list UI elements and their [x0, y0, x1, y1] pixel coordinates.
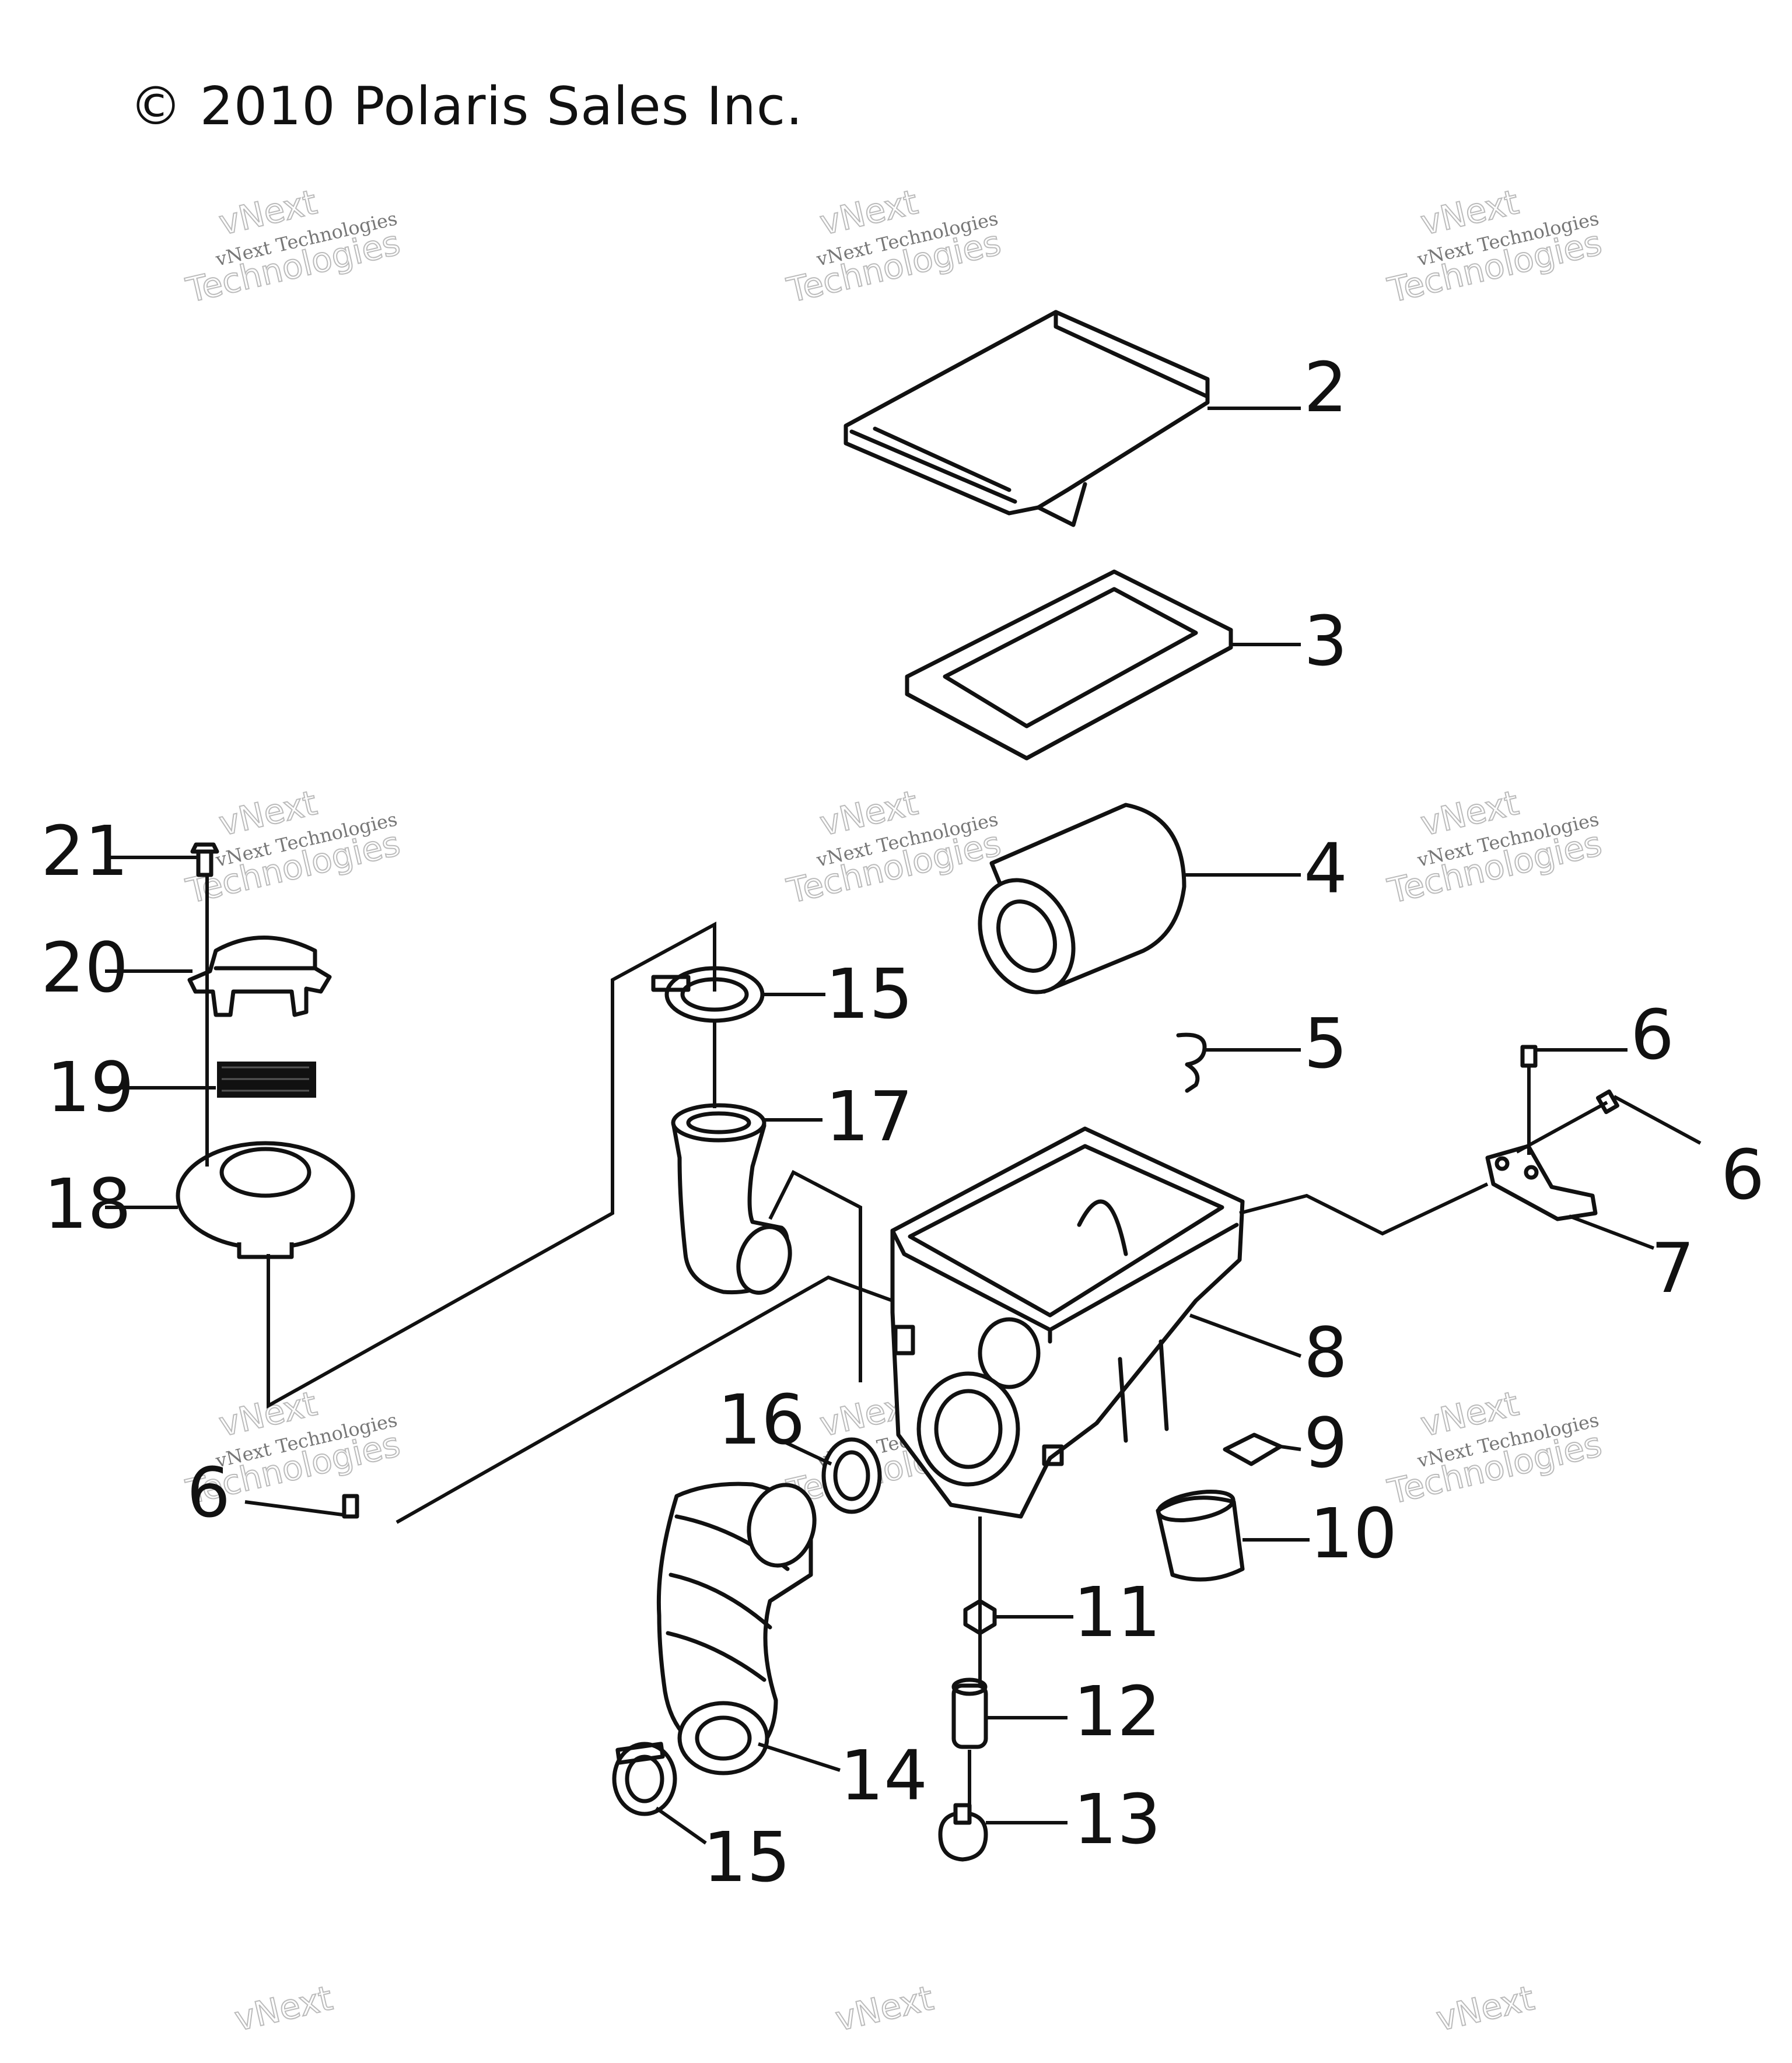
callout-7: 7: [1651, 1228, 1695, 1308]
callout-11: 11: [1073, 1572, 1161, 1652]
callout-20: 20: [41, 927, 128, 1008]
part-7-bracket: [1485, 1045, 1620, 1221]
watermark-text: vNext: [1433, 1978, 1538, 2039]
part-8-airbox: [890, 1126, 1245, 1519]
callout-8: 8: [1304, 1312, 1348, 1393]
watermark: vNext: [831, 1977, 937, 2039]
callout-15: 15: [825, 954, 913, 1034]
part-21-screw: [190, 842, 219, 877]
routing-lines: [205, 875, 1489, 1805]
part-20-vent-cap: [187, 936, 332, 1017]
copyright-notice: © 2010 Polaris Sales Inc.: [130, 76, 803, 137]
part-2-airbox-cover: [844, 310, 1210, 527]
callout-5: 5: [1304, 1003, 1348, 1084]
callout-19: 19: [47, 1047, 134, 1127]
part-16-clamp: [821, 1437, 882, 1514]
watermark: vNext: [230, 1977, 337, 2039]
callout-3: 3: [1304, 601, 1348, 681]
watermark-text: vNext: [231, 1978, 336, 2039]
callout-2: 2: [1304, 347, 1348, 428]
part-4-pre-filter: [978, 803, 1186, 994]
watermark: vNext vNext Technologies Technologies: [1384, 181, 1606, 311]
part-9-plate: [1223, 1432, 1283, 1466]
watermark: vNext vNext Technologies Technologies: [182, 181, 404, 311]
callout-labels: 2 3 4 5 6 6 7 8 9 10 11 12 13 14 15 16 1…: [41, 347, 1765, 1897]
watermark: vNext vNext Technologies Technologies: [182, 782, 404, 912]
watermark-text: vNext: [832, 1978, 937, 2039]
part-15-clamp-lower: [612, 1742, 677, 1816]
part-14-intake-duct: [656, 1481, 817, 1775]
callout-6: 6: [187, 1452, 230, 1533]
callout-15: 15: [703, 1817, 790, 1897]
callout-16: 16: [718, 1379, 805, 1460]
part-15-clamp-upper: [651, 966, 765, 1023]
part-19-vent-screen: [217, 1062, 316, 1098]
callout-21: 21: [41, 811, 128, 891]
part-17-elbow: [671, 1103, 792, 1295]
part-12-drain-tube: [951, 1677, 988, 1749]
watermark: vNext vNext Technologies Technologies: [783, 181, 1005, 311]
part-18-vent-base: [176, 1141, 355, 1259]
watermark: vNext: [1432, 1977, 1538, 2039]
callout-4: 4: [1304, 828, 1348, 909]
callout-6: 6: [1721, 1134, 1765, 1215]
callout-6: 6: [1630, 994, 1674, 1075]
callout-12: 12: [1073, 1671, 1161, 1752]
part-3-filter-frame: [905, 569, 1233, 761]
callout-17: 17: [825, 1076, 913, 1157]
watermark: vNext vNext Technologies Technologies: [1384, 782, 1606, 912]
part-10-ring: [1156, 1490, 1245, 1582]
callout-10: 10: [1310, 1493, 1397, 1574]
watermark: vNext vNext Technologies Technologies: [783, 782, 1005, 912]
part-5-clip: [1176, 1032, 1207, 1093]
callout-18: 18: [44, 1164, 131, 1244]
part-13-drain-plug: [938, 1803, 988, 1862]
leader-lines: [105, 407, 1702, 1845]
watermark: vNext vNext Technologies Technologies: [1384, 1383, 1606, 1512]
callout-9: 9: [1304, 1403, 1348, 1483]
callout-14: 14: [840, 1735, 928, 1816]
callout-13: 13: [1073, 1779, 1161, 1859]
